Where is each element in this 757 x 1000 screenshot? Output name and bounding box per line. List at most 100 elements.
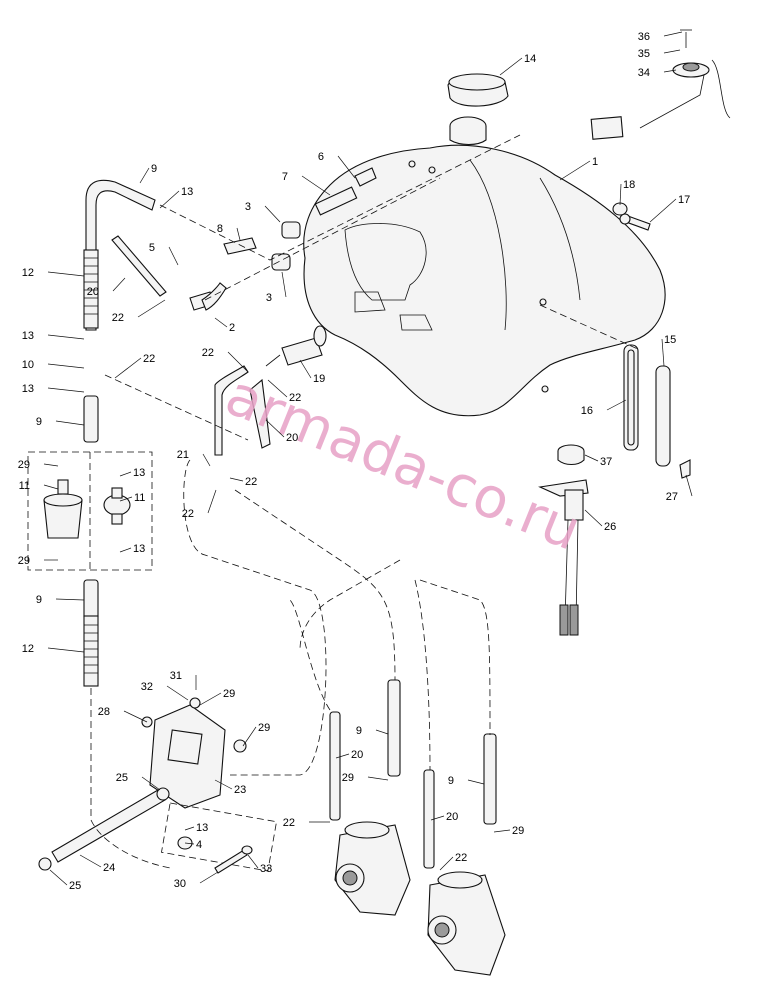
callout-label: 26: [604, 521, 616, 533]
carburetor-left: [334, 821, 411, 916]
callout-leader: [499, 57, 523, 76]
tank-screw: [612, 202, 651, 231]
callout-label: 22: [245, 476, 257, 488]
callout-leader: [236, 227, 241, 241]
callout-leader: [375, 729, 389, 735]
callout-label: 15: [664, 334, 676, 346]
callout-label: 22: [283, 817, 295, 829]
callout-leader: [299, 359, 312, 379]
callout-leader: [663, 49, 681, 54]
callout-label: 32: [141, 681, 153, 693]
callout-label: 25: [69, 880, 81, 892]
callout-label: 8: [217, 223, 223, 235]
callout-label: 13: [133, 467, 145, 479]
callout-label: 14: [524, 53, 536, 65]
callout-leader: [47, 647, 85, 653]
callout-label: 36: [638, 31, 650, 43]
callout-label: 12: [22, 267, 34, 279]
callout-leader: [47, 387, 85, 393]
callout-label: 13: [196, 822, 208, 834]
callout-leader: [199, 692, 222, 706]
callout-label: 11: [19, 480, 30, 492]
callout-leader: [55, 420, 85, 426]
primer-pump: [538, 444, 589, 636]
callout-leader: [247, 854, 259, 869]
callout-leader: [159, 190, 180, 209]
callout-leader: [47, 363, 85, 369]
callout-label: 22: [182, 508, 194, 520]
callout-leader: [214, 317, 228, 328]
callout-leader: [559, 160, 591, 181]
fuel-level-sender: [590, 29, 731, 140]
carburetor-right: [427, 871, 506, 976]
callout-label: 9: [36, 416, 42, 428]
callout-label: 20: [446, 811, 458, 823]
callout-label: 3: [266, 292, 272, 304]
callout-leader: [166, 685, 189, 701]
tank-cap: [447, 73, 509, 107]
callout-label: 5: [149, 242, 155, 254]
callout-leader: [43, 463, 59, 467]
callout-label: 13: [181, 186, 193, 198]
callout-label: 22: [143, 353, 155, 365]
callout-label: 29: [342, 772, 354, 784]
watermark-text: armada-co.ru: [217, 363, 590, 564]
callout-label: 29: [18, 555, 30, 567]
callout-label: 12: [22, 643, 34, 655]
callout-label: 6: [318, 151, 324, 163]
callout-leader: [141, 776, 161, 791]
callout-leader: [112, 277, 126, 292]
callout-leader: [663, 69, 677, 73]
callout-leader: [242, 726, 257, 747]
vent-hoses: [83, 167, 377, 456]
callout-label: 13: [22, 330, 34, 342]
callout-label: 24: [103, 862, 115, 874]
callout-label: 1: [592, 156, 598, 168]
callout-leader: [267, 379, 288, 398]
callout-label: 10: [22, 359, 34, 371]
lower-hoses: [83, 579, 497, 869]
callout-leader: [663, 31, 683, 37]
callout-leader: [467, 779, 485, 785]
callout-leader: [335, 753, 350, 759]
callout-leader: [214, 779, 233, 790]
callout-leader: [337, 155, 356, 179]
callout-label: 2: [229, 322, 235, 334]
callout-leader: [47, 271, 85, 277]
callout-label: 9: [36, 594, 42, 606]
callout-label: 9: [151, 163, 157, 175]
callout-label: 37: [600, 456, 612, 468]
callout-leader: [584, 454, 599, 462]
callout-label: 20: [351, 749, 363, 761]
callout-label: 25: [116, 772, 128, 784]
callout-label: 17: [678, 194, 690, 206]
callout-leader: [606, 399, 627, 411]
callout-leader: [119, 471, 132, 477]
callout-leader: [119, 496, 133, 502]
callout-leader: [43, 484, 59, 490]
callout-label: 29: [512, 825, 524, 837]
callout-leader: [49, 869, 68, 886]
callout-label: 35: [638, 48, 650, 60]
callout-label: 13: [22, 383, 34, 395]
callout-leader: [584, 509, 603, 527]
callout-label: 19: [313, 373, 325, 385]
callout-leader: [207, 489, 217, 514]
callout-label: 22: [202, 347, 214, 359]
callout-leader: [661, 338, 665, 367]
callout-leader: [139, 167, 150, 184]
fuel-tank: [303, 116, 666, 417]
callout-label: 30: [174, 878, 186, 890]
dashed-routing: [90, 134, 641, 869]
callout-leader: [184, 842, 195, 845]
callout-label: 27: [666, 491, 678, 503]
callout-label: 20: [87, 286, 99, 298]
callout-leader: [619, 183, 622, 206]
callout-leader: [184, 826, 195, 831]
callout-label: 22: [289, 392, 301, 404]
callout-leader: [649, 198, 677, 223]
callout-label: 29: [258, 722, 270, 734]
callout-label: 7: [282, 171, 288, 183]
callout-leader: [119, 547, 132, 553]
callout-leader: [439, 856, 454, 871]
